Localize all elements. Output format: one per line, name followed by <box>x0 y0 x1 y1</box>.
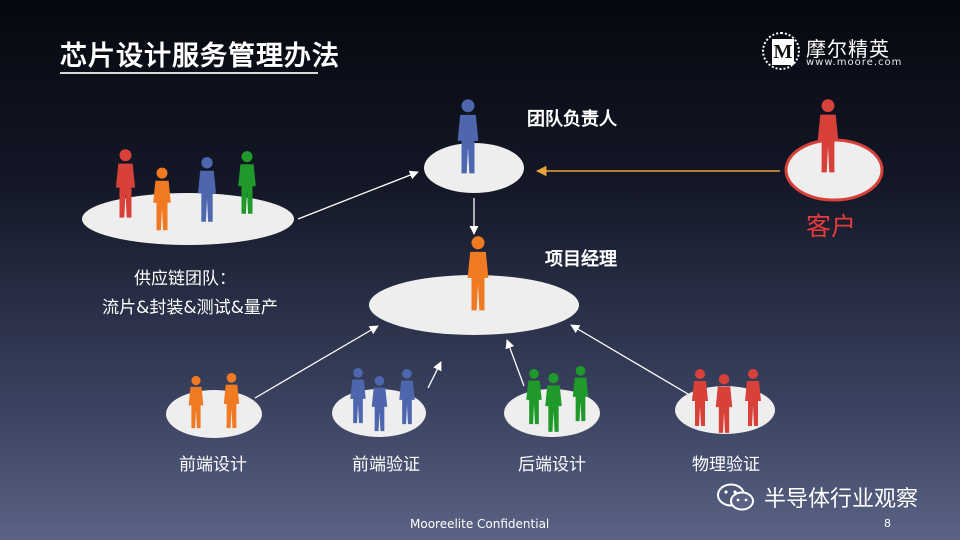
company-logo: M 摩尔精英 www.moore.com <box>762 32 912 72</box>
logo-badge-icon: M <box>762 32 800 70</box>
frontend-design-platform <box>166 390 262 438</box>
logo-name: 摩尔精英 <box>806 37 890 61</box>
backend-design-label: 后端设计 <box>518 455 586 475</box>
footer-confidential: Mooreelite Confidential <box>410 517 550 531</box>
arrow-be-design-to-pm <box>505 339 525 387</box>
customer-label: 客户 <box>806 212 857 241</box>
wechat-icon <box>717 483 754 511</box>
arrow-supply-to-lead <box>297 170 419 220</box>
watermark-text: 半导体行业观察 <box>764 487 919 512</box>
logo-url: www.moore.com <box>806 57 903 68</box>
frontend-design-label: 前端设计 <box>179 455 247 475</box>
arrow-phys-verif-to-pm <box>570 324 689 395</box>
project-manager-label: 项目经理 <box>545 249 617 270</box>
frontend-verification-label: 前端验证 <box>352 455 420 475</box>
page-number: 8 <box>884 517 891 530</box>
supply-chain-label-line1: 供应链团队： <box>134 269 236 289</box>
slide-title: 芯片设计服务管理办法 <box>60 41 340 72</box>
physical-verification-label: 物理验证 <box>692 455 760 475</box>
team-lead-label: 团队负责人 <box>527 109 617 130</box>
supply-chain-label-line2: 流片&封装&测试&量产 <box>102 298 278 318</box>
arrow-fe-verif-to-pm <box>427 361 442 389</box>
logo-m-letter: M <box>772 39 794 65</box>
arrow-fe-design-to-pm <box>254 325 379 399</box>
title-underline <box>60 72 318 74</box>
supply-chain-platform <box>82 193 294 245</box>
